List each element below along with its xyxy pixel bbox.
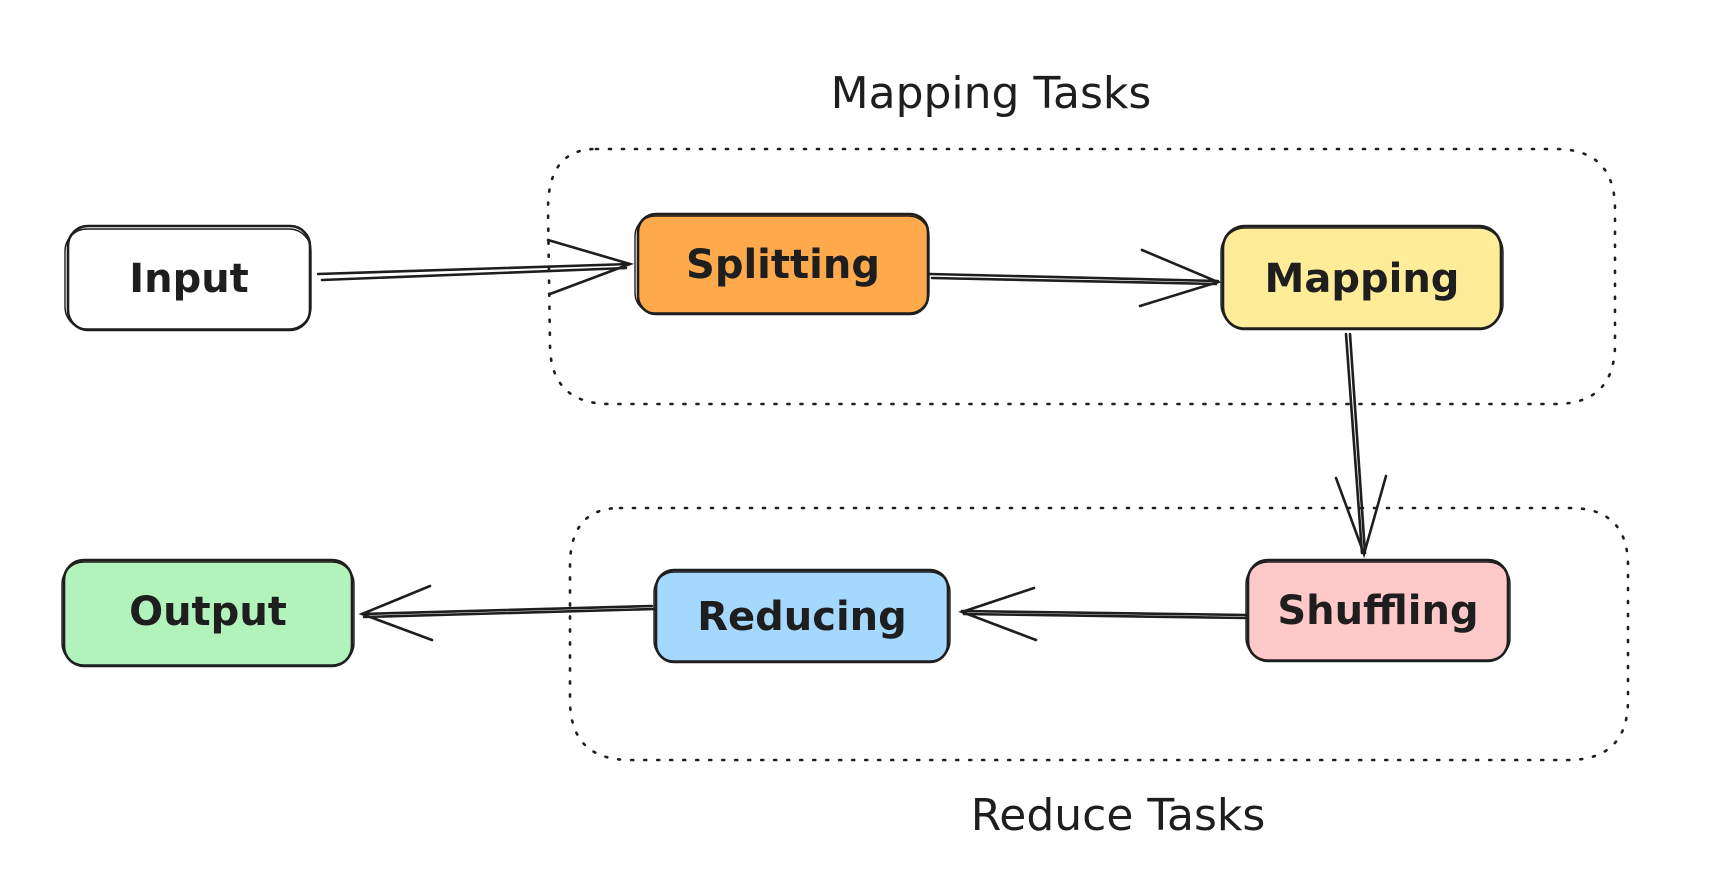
node-splitting: Splitting xyxy=(634,212,930,316)
node-output: Output xyxy=(61,558,355,668)
reduce-tasks-border xyxy=(568,506,1630,762)
mapping-tasks-group: Mapping Tasks xyxy=(546,68,1617,406)
reduce-tasks-label: Reduce Tasks xyxy=(971,790,1266,841)
edge-mapping-shuffling xyxy=(1334,332,1388,559)
node-reducing: Reducing xyxy=(653,568,951,664)
node-shuffling-label: Shuffling xyxy=(1277,588,1478,634)
node-mapping: Mapping xyxy=(1220,224,1504,331)
edge-splitting-mapping xyxy=(928,248,1222,308)
reduce-tasks-group: Reduce Tasks xyxy=(568,506,1630,841)
node-input-label: Input xyxy=(129,256,249,302)
edge-input-splitting xyxy=(316,238,635,296)
edge-reducing-output xyxy=(358,584,656,642)
node-splitting-label: Splitting xyxy=(686,242,880,288)
mapping-tasks-border xyxy=(546,147,1617,406)
edge-shuffling-reducing xyxy=(958,586,1250,642)
node-mapping-label: Mapping xyxy=(1265,256,1460,302)
node-output-label: Output xyxy=(129,589,287,635)
node-input: Input xyxy=(64,224,312,332)
node-reducing-label: Reducing xyxy=(697,594,907,640)
mapping-tasks-label: Mapping Tasks xyxy=(831,68,1152,119)
node-shuffling: Shuffling xyxy=(1245,558,1511,663)
